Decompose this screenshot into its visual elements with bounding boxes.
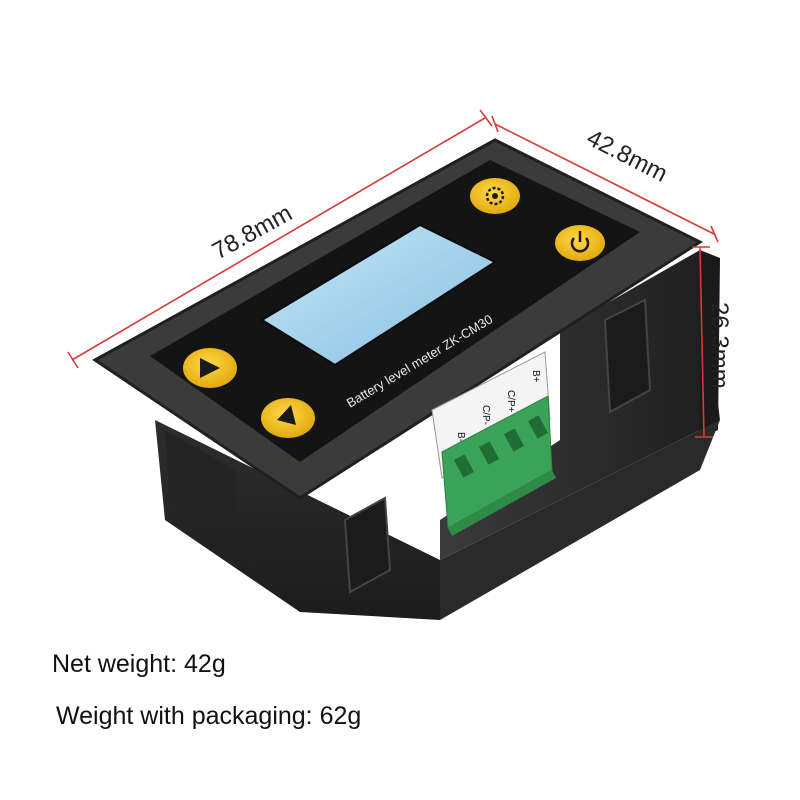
dimension-lines — [67, 109, 719, 438]
net-weight-caption: Net weight: 42g — [52, 650, 226, 678]
terminal-label-cp-plus: C/P+ — [505, 390, 516, 413]
terminal-label-b-plus: B+ — [530, 370, 541, 383]
terminal-block — [431, 351, 556, 536]
packaged-weight-caption: Weight with packaging: 62g — [56, 702, 362, 730]
power-button[interactable] — [555, 225, 605, 261]
gear-icon — [485, 186, 505, 206]
play-right-icon — [200, 358, 220, 378]
up-button[interactable] — [261, 398, 315, 438]
terminal-label-b-minus: B- — [455, 432, 466, 442]
dimension-width: 42.8mm — [582, 124, 672, 187]
dimension-height: 26.3mm — [706, 302, 733, 389]
settings-button[interactable] — [470, 178, 520, 214]
next-button[interactable] — [183, 348, 237, 388]
power-icon — [570, 231, 590, 253]
lcd-screen — [260, 223, 498, 367]
play-up-icon — [277, 405, 296, 425]
terminal-label-cp-minus: C/P- — [480, 405, 491, 425]
